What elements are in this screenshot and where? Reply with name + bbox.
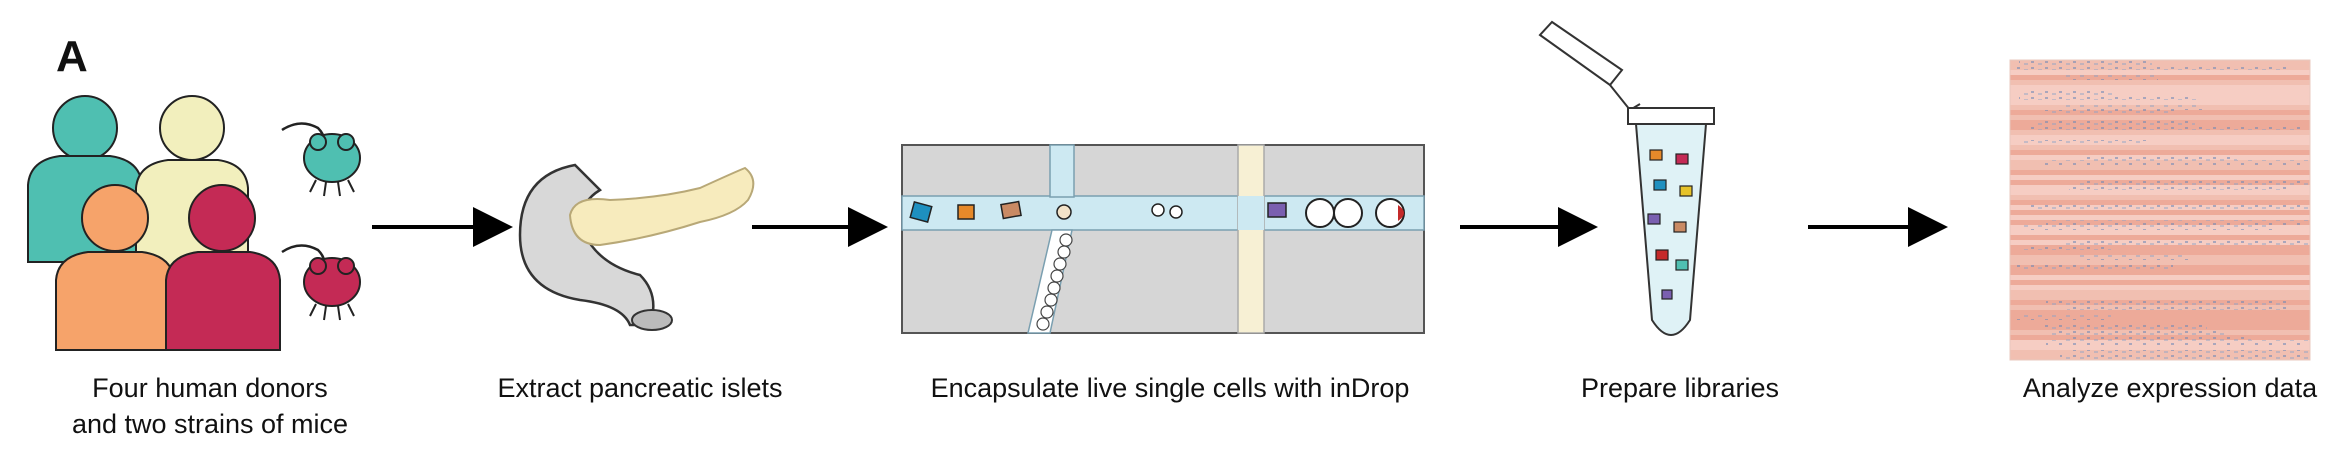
human-donors-icon: [27, 95, 281, 351]
heatmap-signal: [2020, 225, 2274, 230]
heatmap-signal: [2019, 60, 2152, 65]
heatmap-signal: [2016, 315, 2111, 320]
heatmap-row: [2010, 310, 2310, 315]
heatmap-row: [2010, 230, 2310, 235]
heatmap-row: [2010, 320, 2310, 325]
heatmap-row: [2010, 270, 2310, 275]
heatmap-signal: [2062, 240, 2310, 245]
heatmap-row: [2010, 80, 2310, 85]
heatmap-signal: [2020, 140, 2149, 145]
heatmap-row: [2010, 245, 2310, 250]
caption-donors: Four human donors and two strains of mic…: [30, 370, 390, 442]
heatmap-row: [2010, 100, 2310, 105]
heatmap-signal: [2031, 205, 2310, 210]
heatmap-row: [2010, 60, 2310, 65]
heatmap-signal: [2045, 160, 2309, 165]
heatmap-row: [2010, 135, 2310, 140]
heatmap-row: [2010, 75, 2310, 80]
heatmap-row: [2010, 345, 2310, 350]
heatmap-row: [2010, 295, 2310, 300]
heatmap-row: [2010, 70, 2310, 75]
heatmap-row: [2010, 290, 2310, 295]
heatmap-signal: [2016, 65, 2289, 70]
heatmap-row: [2010, 200, 2310, 205]
heatmap-frame: [2009, 59, 2311, 361]
heatmap-signal: [2045, 110, 2176, 115]
heatmap-row: [2010, 280, 2310, 285]
pancreas-icon: [518, 163, 755, 331]
heatmap-row: [2010, 315, 2310, 320]
heatmap-row: [2010, 215, 2310, 220]
heatmap-signal: [2029, 125, 2303, 130]
heatmap-signal: [2072, 350, 2310, 355]
human-silhouette-crimson: [165, 184, 281, 351]
indrop-chip-icon: [901, 144, 1425, 334]
heatmap-row: [2010, 275, 2310, 280]
heatmap-row: [2010, 115, 2310, 120]
heatmap-signal: [2046, 220, 2310, 225]
caption-donors-line2: and two strains of mice: [71, 409, 349, 439]
caption-donors-line1: Four human donors: [92, 373, 328, 403]
heatmap-signal: [2062, 75, 2158, 80]
heatmap-row: [2010, 130, 2310, 135]
panel-letter: A: [56, 32, 88, 81]
caption-islets: Extract pancreatic islets: [497, 373, 783, 403]
library-tube-icon: [1538, 20, 1715, 336]
human-silhouette-orange: [55, 184, 175, 351]
heatmap-signal: [2077, 255, 2189, 260]
heatmap-signal: [2062, 335, 2251, 340]
heatmap-signal: [2067, 305, 2287, 310]
heatmap-row: [2010, 175, 2310, 180]
heatmap-signal: [2052, 330, 2224, 335]
heatmap-signal: [2046, 300, 2288, 305]
heatmap-row: [2010, 285, 2310, 290]
heatmap-row: [2010, 235, 2310, 240]
heatmap-row: [2010, 85, 2310, 90]
heatmap-signal: [2024, 90, 2115, 95]
caption-analyze: Analyze expression data: [2022, 373, 2318, 403]
heatmap-row: [2010, 150, 2310, 155]
mouse-teal-icon: [281, 122, 361, 197]
heatmap-signal: [2045, 325, 2207, 330]
mouse-crimson-icon: [281, 244, 361, 321]
heatmap-signal: [2086, 155, 2237, 160]
heatmap-signal: [2023, 245, 2111, 250]
heatmap-signal: [2015, 265, 2173, 270]
heatmap-row: [2010, 90, 2310, 95]
expression-heatmap: [2009, 59, 2311, 361]
caption-encapsulate: Encapsulate live single cells with inDro…: [930, 373, 1410, 403]
heatmap-signal: [2060, 355, 2310, 360]
heatmap-row: [2010, 250, 2310, 255]
heatmap-signal: [2019, 95, 2196, 100]
heatmap-row: [2010, 195, 2310, 200]
heatmap-row: [2010, 140, 2310, 145]
caption-libraries: Prepare libraries: [1580, 373, 1780, 403]
heatmap-row: [2010, 260, 2310, 265]
heatmap-row: [2010, 145, 2310, 150]
heatmap-signal: [2069, 185, 2289, 190]
heatmap-row: [2010, 165, 2310, 170]
heatmap-row: [2010, 170, 2310, 175]
heatmap-signal: [2046, 340, 2310, 345]
heatmap-signal: [2078, 180, 2310, 185]
heatmap-row: [2010, 190, 2310, 195]
heatmap-row: [2010, 210, 2310, 215]
heatmap-signal: [2038, 120, 2195, 125]
heatmap-signal: [2063, 105, 2204, 110]
